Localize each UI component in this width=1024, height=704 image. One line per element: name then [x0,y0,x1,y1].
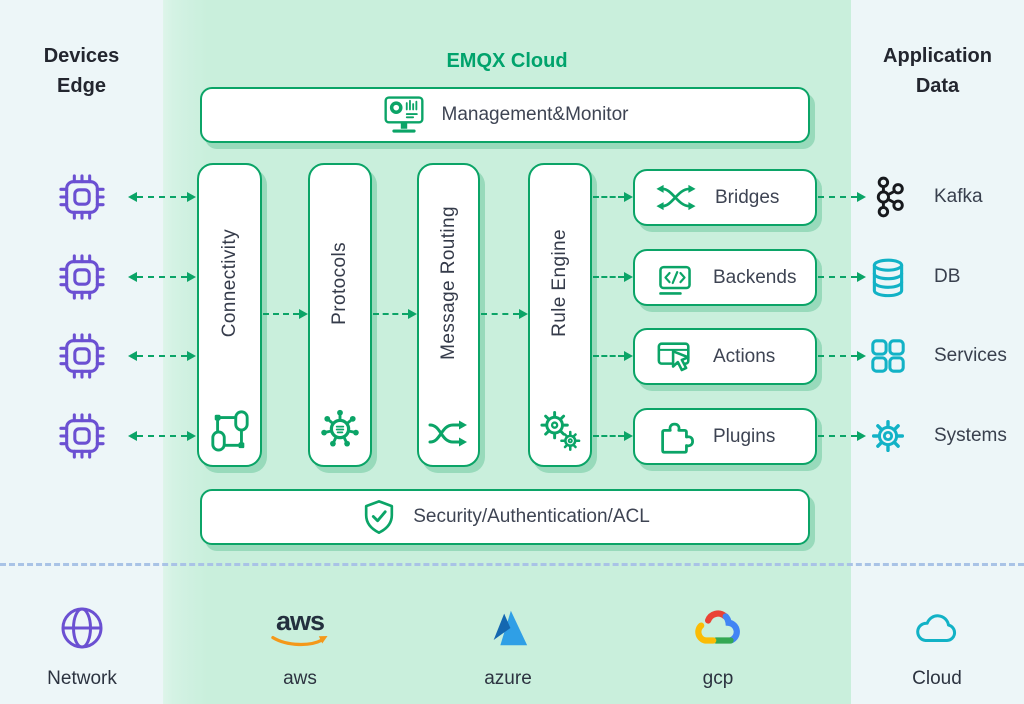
column-rule-engine-label: Rule Engine [549,229,570,337]
module-box-bridges: Bridges [633,169,817,226]
gcp-logo [693,597,743,659]
pipeline-arrow [263,309,308,319]
column-rule-engine: Rule Engine [528,163,592,467]
application-data-title: Application Data [851,41,1024,101]
management-monitor-box: Management&Monitor [200,87,810,143]
application-title-line2: Data [915,75,960,97]
infra-item-aws: aws aws [220,585,380,690]
module-actions-label: Actions [713,345,776,367]
device-arrow [128,351,196,361]
azure-logo [486,597,530,659]
infra-item-azure: azure [428,585,588,690]
module-box-backends: Backends [633,249,817,306]
application-title-line1: Application [883,45,992,67]
target-row-kafka: Kafka [866,175,1024,219]
connectivity-icon [209,408,251,452]
column-protocols: Protocols [308,163,372,467]
module-bridges-label: Bridges [715,186,780,208]
module-plugins-label: Plugins [713,425,776,447]
monitor-dashboard-icon [382,93,426,137]
pipeline-arrow [481,309,528,319]
backends-code-icon [655,259,695,297]
emqx-cloud-title: EMQX Cloud [446,50,568,72]
pipeline-arrow [373,309,417,319]
systems-gear-icon [866,415,910,457]
column-message-routing: Message Routing [417,163,480,467]
rule-engine-gears-icon [538,409,582,452]
output-arrow [818,192,866,202]
infra-azure-label: azure [484,668,532,689]
bridges-icon [655,182,697,213]
devices-title-line2: Edge [57,75,106,97]
rule-engine-arrow [593,272,633,282]
column-connectivity-label: Connectivity [218,228,240,338]
infra-item-cloud: Cloud [857,585,1017,690]
rule-engine-arrow [593,192,633,202]
protocols-hub-icon [317,406,363,452]
shuffle-routing-icon [427,418,471,452]
management-monitor-label: Management&Monitor [441,104,629,125]
security-label: Security/Authentication/ACL [413,506,650,527]
services-grid-icon [866,337,910,375]
infra-aws-label: aws [283,668,317,689]
module-backends-label: Backends [713,266,797,288]
chip-icon [59,333,105,379]
device-arrow [128,192,196,202]
output-arrow [818,272,866,282]
target-kafka-label: Kafka [934,186,983,207]
aws-logo-text: aws [275,605,325,636]
infra-item-network: Network [2,585,162,690]
infra-item-gcp: gcp [638,585,798,690]
column-message-routing-label: Message Routing [437,206,459,360]
chip-icon [59,174,105,220]
module-box-plugins: Plugins [633,408,817,465]
actions-cursor-icon [655,338,695,376]
target-row-db: DB [866,255,1024,299]
shield-check-icon [360,497,398,537]
target-row-systems: Systems [866,414,1024,458]
plugins-puzzle-icon [655,418,695,456]
infra-cloud-label: Cloud [912,668,962,689]
kafka-icon [866,175,910,219]
security-bar: Security/Authentication/ACL [200,489,810,545]
aws-logo: aws [271,597,329,659]
chip-icon [59,413,105,459]
infra-gcp-label: gcp [702,668,734,689]
chip-icon [59,254,105,300]
target-row-services: Services [866,334,1024,378]
globe-network-icon [58,597,106,659]
device-arrow [128,272,196,282]
output-arrow [818,431,866,441]
column-protocols-label: Protocols [329,241,350,325]
infra-network-label: Network [47,668,117,689]
rule-engine-arrow [593,431,633,441]
column-connectivity: Connectivity [197,163,262,467]
cloud-icon [913,597,961,659]
devices-title-line1: Devices [43,45,120,67]
target-services-label: Services [934,345,1007,366]
devices-edge-title: Devices Edge [0,41,163,101]
device-arrow [128,431,196,441]
output-arrow [818,351,866,361]
network-boundary-dashed-line [0,563,1024,566]
target-systems-label: Systems [934,425,1007,446]
application-data-panel [851,0,1024,704]
target-db-label: DB [934,266,961,287]
database-icon [866,256,910,298]
rule-engine-arrow [593,351,633,361]
module-box-actions: Actions [633,328,817,385]
